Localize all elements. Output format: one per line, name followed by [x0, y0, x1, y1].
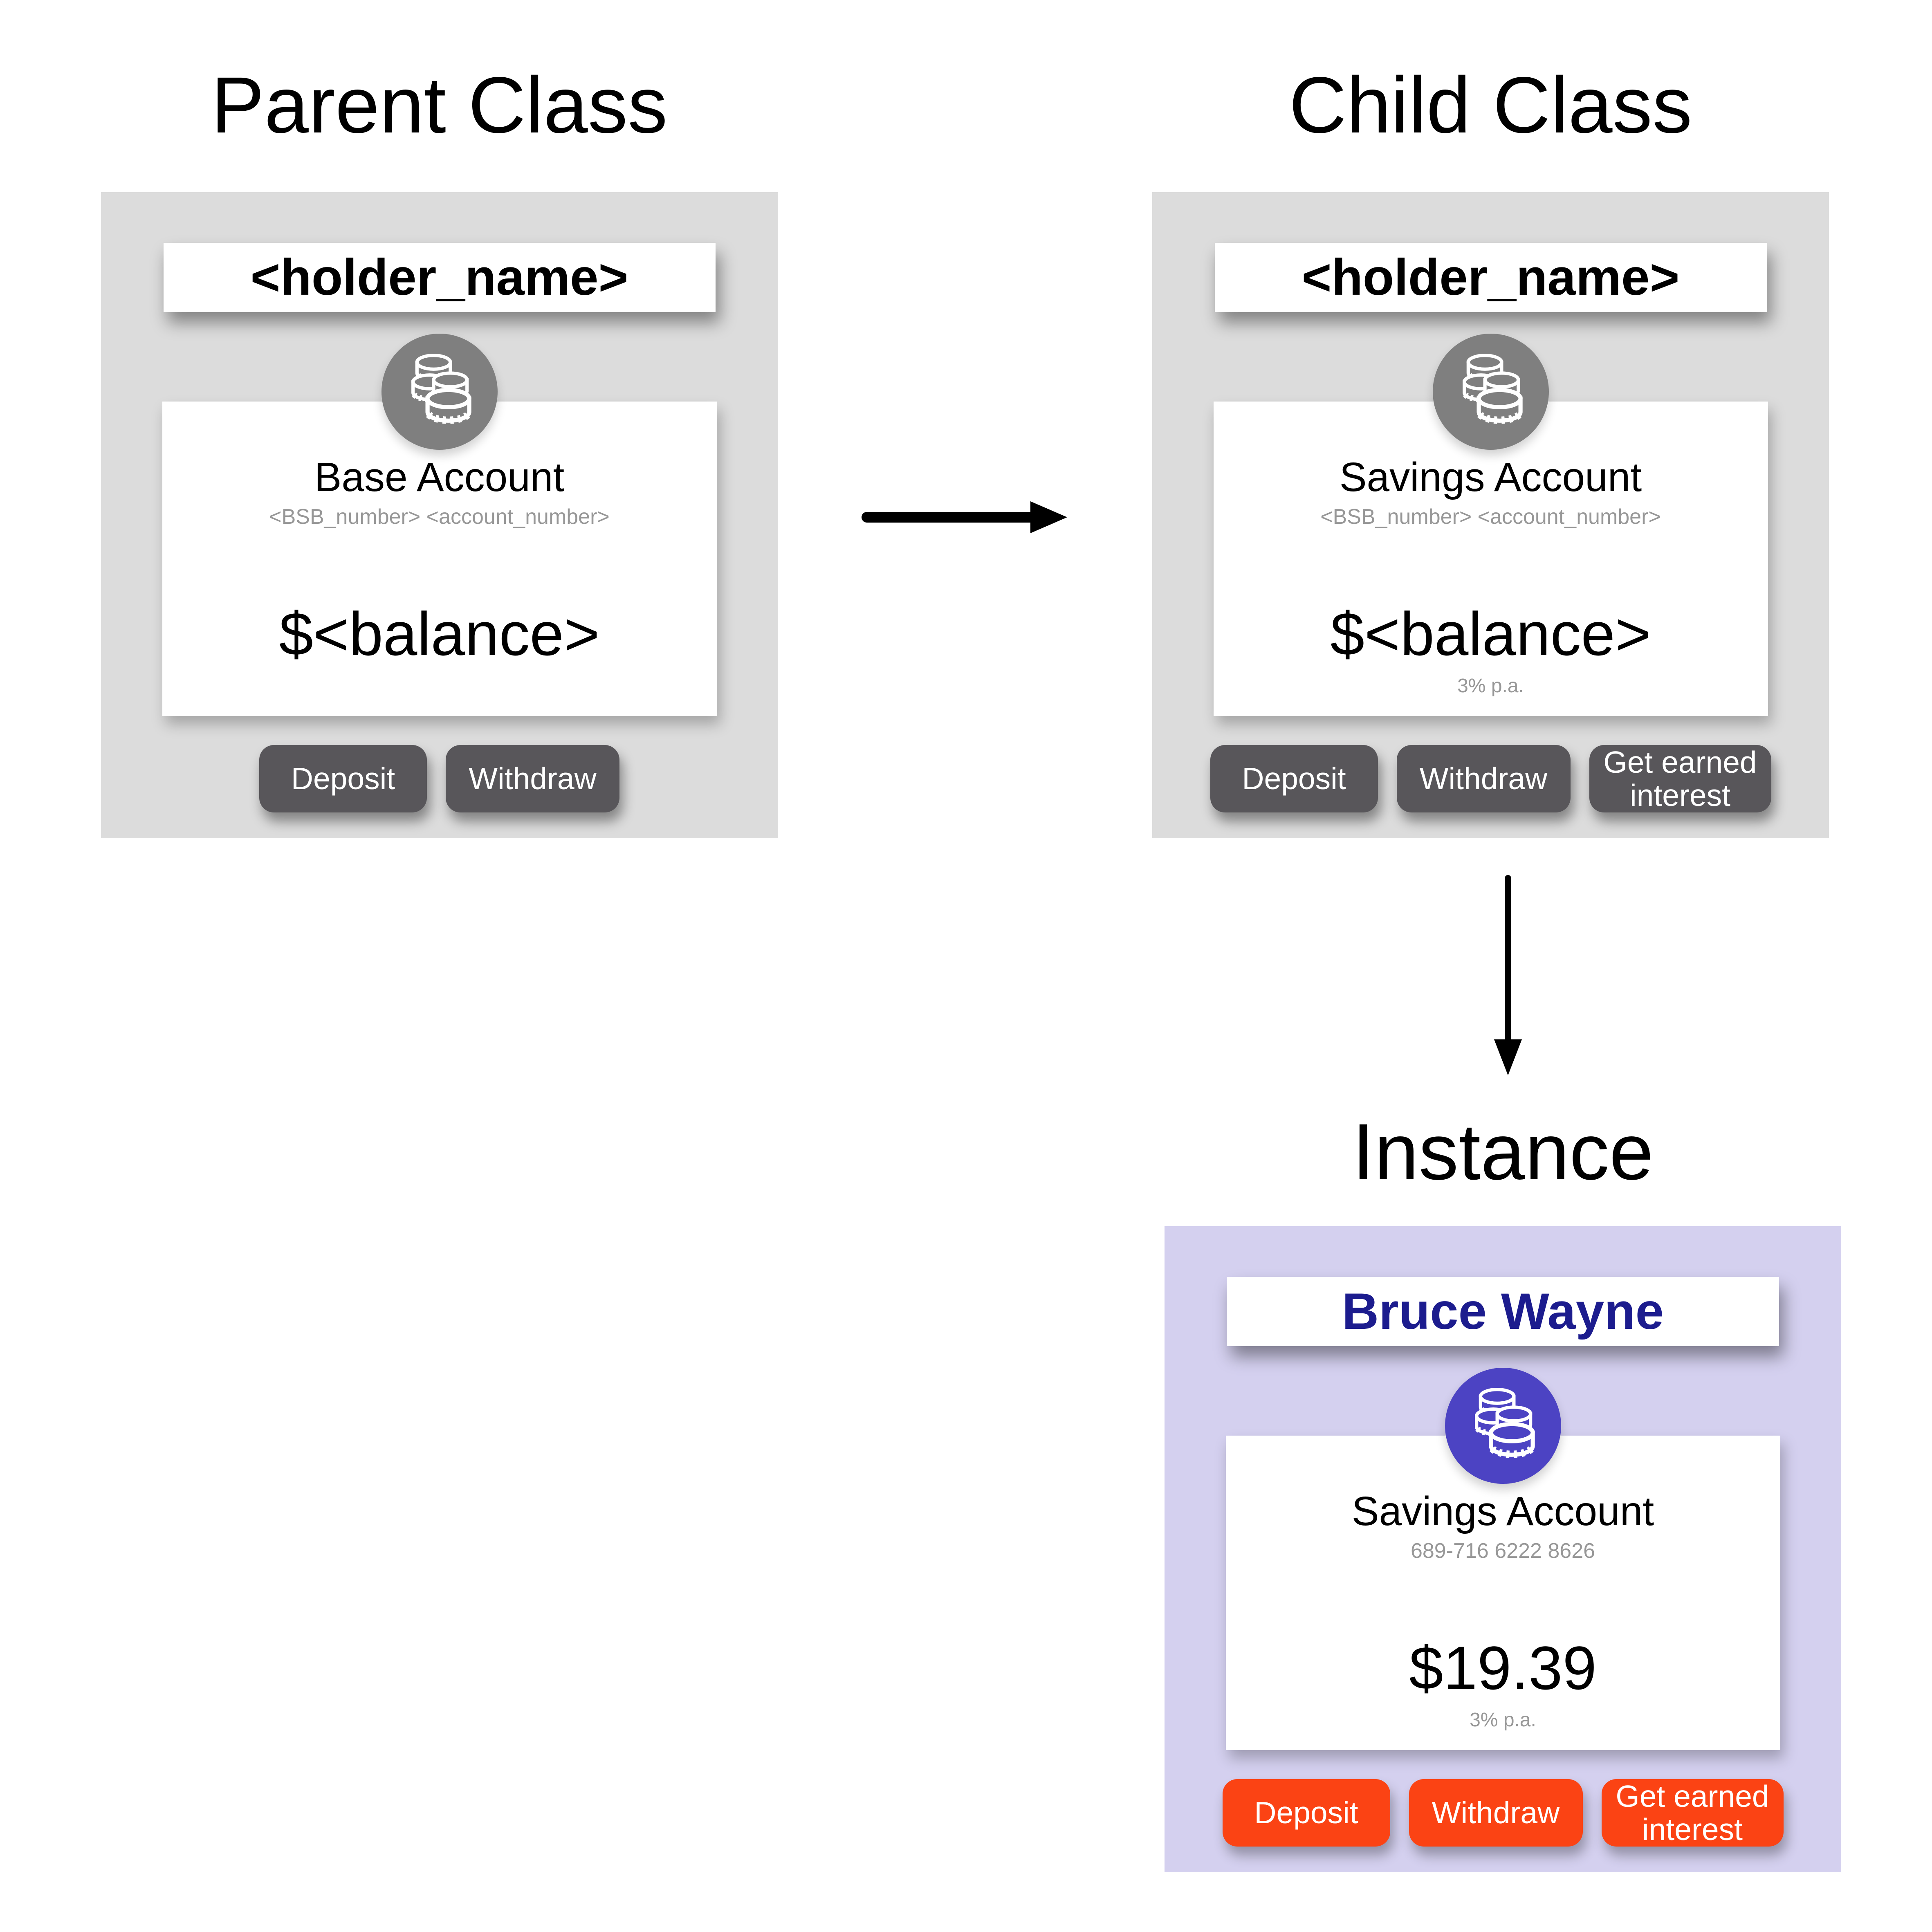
- account-balance: $19.39: [1409, 1634, 1597, 1702]
- get-earned-interest-button[interactable]: Get earned interest: [1601, 1779, 1784, 1847]
- button-row: Deposit Withdraw Get earned interest: [1152, 745, 1829, 812]
- get-earned-interest-button[interactable]: Get earned interest: [1589, 745, 1771, 812]
- account-title: Savings Account: [1351, 1488, 1654, 1534]
- interest-rate: 3% p.a.: [1457, 675, 1524, 697]
- child-class-card: <holder_name> Savings Account <BSB_numbe…: [1152, 192, 1829, 838]
- account-balance: $<balance>: [1330, 599, 1651, 668]
- withdraw-button[interactable]: Withdraw: [1409, 1779, 1583, 1847]
- deposit-button[interactable]: Deposit: [1222, 1779, 1390, 1847]
- account-panel: Savings Account 689-716 6222 8626 $19.39…: [1225, 1436, 1780, 1750]
- instance-title: Instance: [1352, 1107, 1654, 1196]
- coins-icon: [1442, 343, 1540, 441]
- account-title: Savings Account: [1339, 454, 1642, 500]
- account-panel: Base Account <BSB_number> <account_numbe…: [162, 402, 717, 716]
- button-row: Deposit Withdraw: [101, 745, 778, 812]
- coins-icon: [390, 343, 489, 441]
- parent-class-card: <holder_name> Base Account <BSB_number> …: [101, 192, 778, 838]
- holder-name-bar: Bruce Wayne: [1227, 1277, 1779, 1346]
- coins-icon-badge: [1432, 334, 1549, 450]
- deposit-button[interactable]: Deposit: [1210, 745, 1378, 812]
- instance-card: Bruce Wayne Savings Account 689-716 6222…: [1165, 1226, 1841, 1872]
- interest-rate: 3% p.a.: [1470, 1709, 1536, 1731]
- account-number: <BSB_number> <account_number>: [1320, 505, 1661, 529]
- child-class-title: Child Class: [1289, 61, 1692, 150]
- deposit-button[interactable]: Deposit: [259, 745, 427, 812]
- coins-icon: [1454, 1377, 1552, 1475]
- coins-icon-badge: [381, 334, 498, 450]
- arrow-right-icon: [862, 501, 1067, 533]
- button-row: Deposit Withdraw Get earned interest: [1165, 1779, 1841, 1847]
- holder-name-bar: <holder_name>: [163, 243, 716, 312]
- holder-name-bar: <holder_name>: [1214, 243, 1767, 312]
- account-number: 689-716 6222 8626: [1410, 1539, 1595, 1563]
- withdraw-button[interactable]: Withdraw: [446, 745, 619, 812]
- account-panel: Savings Account <BSB_number> <account_nu…: [1213, 402, 1768, 716]
- account-number: <BSB_number> <account_number>: [269, 505, 610, 529]
- withdraw-button[interactable]: Withdraw: [1396, 745, 1571, 812]
- account-title: Base Account: [314, 454, 565, 500]
- arrow-down-icon: [1494, 875, 1522, 1075]
- account-balance: $<balance>: [279, 599, 600, 668]
- coins-icon-badge: [1445, 1368, 1561, 1484]
- parent-class-title: Parent Class: [211, 61, 668, 150]
